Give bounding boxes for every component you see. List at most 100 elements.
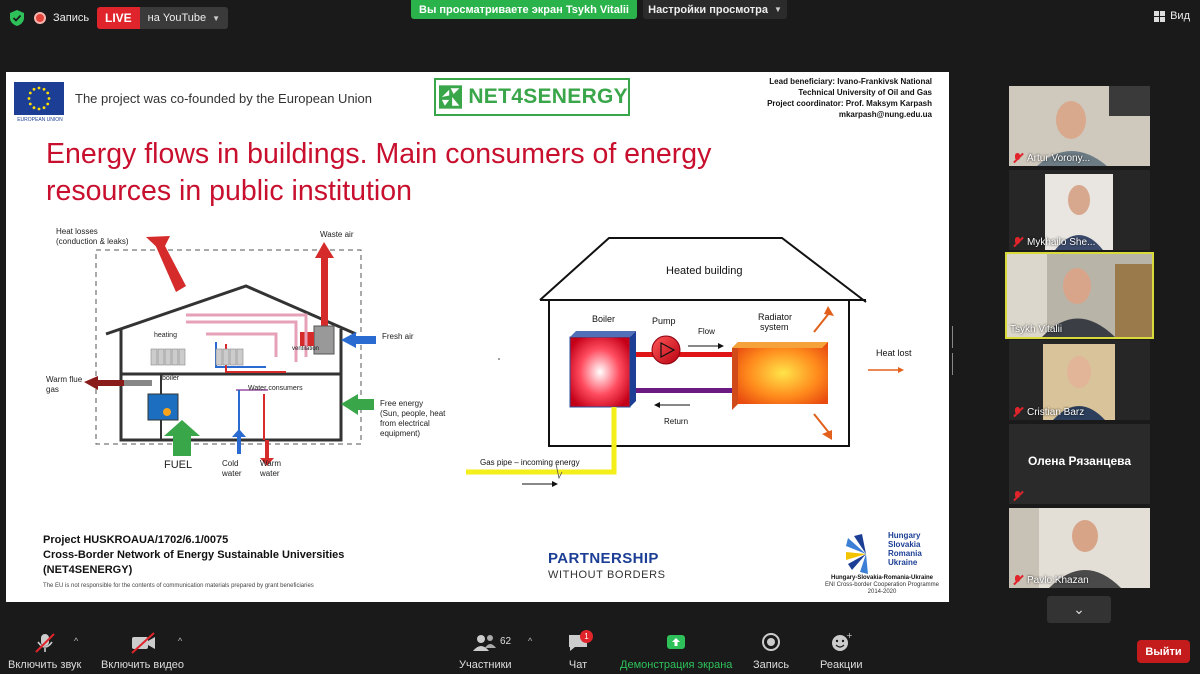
record-button[interactable]: Запись (753, 632, 789, 671)
mic-muted-icon (1012, 490, 1024, 502)
start-video-label: Включить видео (101, 659, 185, 671)
lead-info-line: Lead beneficiary: Ivano-Frankivsk Nation… (769, 77, 932, 86)
label-waste-air: Waste air (320, 230, 354, 239)
grid-view-icon (1154, 10, 1166, 22)
view-layout-button[interactable]: Вид (1154, 10, 1190, 22)
label-free-energy-sub3: equipment) (380, 429, 420, 438)
hsru-line-romania: Romania (888, 549, 922, 558)
live-platform-dropdown[interactable]: на YouTube ▼ (139, 7, 229, 29)
mic-muted-icon (34, 633, 55, 653)
mic-muted-icon (1012, 406, 1024, 418)
mic-muted-icon (1012, 574, 1024, 586)
label-radiator-1: Radiator (758, 312, 792, 322)
participant-name: Pavlo Khazan (1012, 574, 1089, 586)
label-gas-pipe: Gas pipe – incoming energy (480, 458, 580, 467)
hsru-caption-3: 2014-2020 (867, 589, 897, 595)
participants-count: 62 (500, 636, 512, 647)
share-screen-label: Демонстрация экрана (620, 659, 733, 671)
recording-indicator[interactable]: Запись (34, 8, 89, 28)
chevron-down-icon: ⌄ (1073, 601, 1085, 617)
project-line: Cross-Border Network of Energy Sustainab… (43, 549, 345, 561)
view-layout-label: Вид (1170, 10, 1190, 22)
heated-building-diagram: Heated building Boiler Pump Flow Radiato… (466, 237, 912, 487)
record-icon (762, 633, 781, 651)
share-screen-button[interactable]: Демонстрация экрана (620, 632, 732, 671)
audio-options-caret[interactable]: ^ (74, 636, 79, 646)
record-dot-icon (34, 12, 46, 24)
label-heating: heating (154, 332, 177, 339)
scroll-down-button[interactable]: ⌄ (1047, 596, 1111, 623)
mic-muted-icon (1012, 236, 1024, 248)
participant-video (1009, 86, 1150, 166)
share-screen-icon (667, 635, 686, 649)
label-free-energy-sub1: (Sun, people, heat (380, 409, 446, 418)
top-bar: Запись LIVE на YouTube ▼ Вы просматривае… (0, 0, 1200, 36)
leave-meeting-button[interactable]: Выйти (1137, 640, 1190, 663)
partnership-line-1: PARTNERSHIP (548, 550, 659, 567)
eu-label: EUROPEAN UNION (17, 117, 63, 123)
project-line: Project HUSKROAUA/1702/6.1/0075 (43, 534, 229, 546)
participant-tile[interactable]: Artur Vorony... (1009, 86, 1150, 166)
eu-disclaimer: The EU is not responsible for the conten… (43, 583, 314, 589)
panel-resize-handle[interactable] (952, 326, 956, 375)
label-heat-losses-sub: (conduction & leaks) (56, 237, 129, 246)
partnership-logo: PARTNERSHIP WITHOUT BORDERS (548, 550, 666, 581)
participant-center-name: Олена Рязанцева (1027, 454, 1132, 468)
label-warm-flue: Warm flue (46, 375, 83, 384)
start-video-button[interactable]: Включить видео (101, 632, 184, 671)
shared-screen-slide: EUROPEAN UNION The project was co-founde… (6, 72, 949, 602)
participants-label: Участники (459, 659, 512, 671)
participant-video (1009, 340, 1150, 420)
hsru-line-slovakia: Slovakia (888, 540, 921, 549)
participants-icon (473, 635, 497, 651)
recording-label: Запись (53, 12, 90, 24)
participant-tile-active-speaker[interactable]: Tsykh Vitalii (1005, 252, 1154, 339)
eu-flag-icon (14, 82, 64, 115)
label-cold-water: water (221, 469, 242, 478)
unmute-label: Включить звук (8, 659, 82, 671)
label-free-energy-sub2: from electrical (380, 419, 430, 428)
lead-info-line: mkarpash@nung.edu.ua (838, 110, 932, 119)
live-platform-label: на YouTube (147, 12, 207, 24)
chat-label: Чат (568, 659, 588, 671)
security-shield-icon[interactable] (10, 10, 24, 26)
live-stream-indicator[interactable]: LIVE на YouTube ▼ (97, 7, 229, 29)
reactions-label: Реакции (820, 659, 863, 671)
participants-button[interactable]: Участники (459, 632, 512, 671)
unmute-button[interactable]: Включить звук (8, 632, 81, 671)
view-options-label: Настройки просмотра (648, 3, 768, 16)
logo-text: NET4SENERGY (468, 85, 628, 108)
chevron-down-icon: ▼ (212, 13, 221, 23)
label-heated-building: Heated building (666, 265, 742, 277)
project-info: Project HUSKROAUA/1702/6.1/0075 Cross-Bo… (43, 533, 344, 578)
lead-beneficiary-info: Lead beneficiary: Ivano-Frankivsk Nation… (672, 76, 932, 120)
record-label: Запись (753, 659, 790, 671)
participant-tile[interactable]: Mykhailo She... (1009, 170, 1150, 250)
participants-options-caret[interactable]: ^ (528, 636, 533, 646)
participant-name (1012, 490, 1024, 502)
video-options-caret[interactable]: ^ (178, 636, 183, 646)
reactions-button[interactable]: + Реакции (820, 632, 863, 671)
label-free-energy: Free energy (380, 399, 423, 408)
hsru-caption: Hungary-Slovakia-Romania-Ukraine ENI Cro… (818, 575, 946, 596)
meeting-toolbar: Включить звук ^ Включить видео ^ Участни… (0, 626, 1200, 674)
participant-name: Cristian Barz (1012, 406, 1084, 418)
participant-name: Mykhailo She... (1012, 236, 1095, 248)
slide-title: Energy flows in buildings. Main consumer… (46, 138, 712, 207)
view-options-button[interactable]: Настройки просмотра ▼ (643, 0, 787, 19)
label-boiler: boiler (162, 375, 180, 382)
label-heat-losses: Heat losses (56, 227, 98, 236)
participant-tile[interactable]: Pavlo Khazan (1009, 508, 1150, 588)
participant-tile[interactable]: Олена Рязанцева (1009, 424, 1150, 504)
label-cold: Cold (222, 459, 238, 468)
participant-tile[interactable]: Cristian Barz (1009, 340, 1150, 420)
video-off-icon (130, 632, 155, 654)
hsru-programme-logo: Hungary Slovakia Romania Ukraine (846, 531, 922, 574)
label-heat-lost: Heat lost (876, 348, 912, 358)
participant-video (1007, 254, 1152, 337)
label-flow: Flow (698, 327, 715, 336)
svg-text:+: + (846, 632, 852, 640)
chat-unread-badge: 1 (580, 630, 593, 643)
label-water-consumers: Water consumers (248, 385, 303, 392)
mic-muted-icon (1012, 152, 1024, 164)
